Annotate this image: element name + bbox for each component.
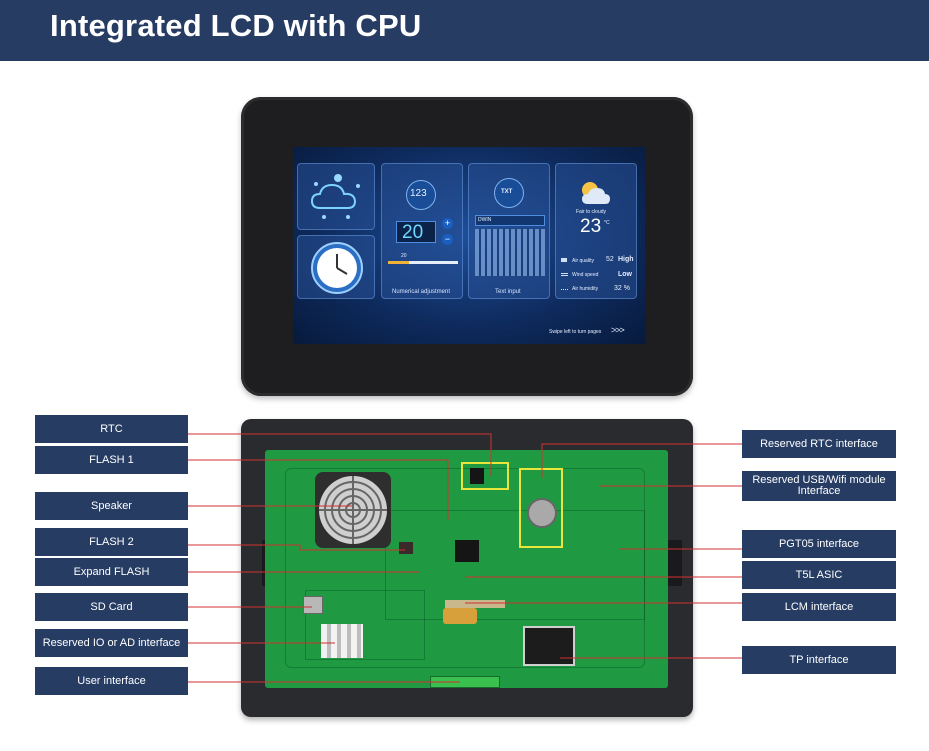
humidity-icon (561, 287, 568, 290)
rtc-highlight (461, 462, 509, 490)
text-input-value: DWIN (478, 217, 492, 223)
lcd-screen: 123 20 + − 20 Numerical adjustment TXT D… (293, 147, 645, 344)
keyboard[interactable] (475, 229, 545, 276)
label-expand-flash: Expand FLASH (35, 558, 188, 586)
label-t5l-asic: T5L ASIC (742, 561, 896, 589)
label-tp: TP interface (742, 646, 896, 674)
number-badge-text: 123 (410, 188, 427, 199)
flash2-chip (399, 542, 413, 554)
air-quality-icon (561, 258, 567, 262)
minus-icon[interactable]: − (442, 234, 453, 245)
temperature-unit: °C (604, 220, 610, 226)
label-pgt05: PGT05 interface (742, 530, 896, 558)
air-quality-status: High (618, 256, 634, 263)
clock-icon (311, 242, 363, 294)
text-input-card[interactable]: TXT DWIN Text input (468, 163, 550, 299)
lcm-ribbon (443, 608, 477, 624)
label-speaker: Speaker (35, 492, 188, 520)
pcb-trace-3 (305, 590, 425, 660)
bracket-right (668, 540, 682, 586)
rtc-interface-highlight (519, 468, 563, 548)
swipe-hint: Swipe left to turn pages (549, 329, 602, 335)
slider-value: 20 (401, 253, 407, 259)
label-flash1: FLASH 1 (35, 446, 188, 474)
text-file-icon-label: TXT (501, 189, 513, 195)
text-input-label: Text input (495, 289, 521, 295)
sd-card-slot (303, 596, 323, 614)
pcb-board (265, 450, 668, 688)
speaker-grille-icon (315, 472, 391, 548)
label-reserved-io: Reserved IO or AD interface (35, 629, 188, 657)
clock-card (297, 235, 375, 299)
text-input-field[interactable] (475, 215, 545, 226)
cloud-icon (310, 174, 360, 219)
label-user-interface: User interface (35, 667, 188, 695)
label-rtc: RTC (35, 415, 188, 443)
user-interface-terminal (430, 676, 500, 688)
weather-description: Fair to cloudy (576, 209, 607, 215)
numerical-label: Numerical adjustment (392, 289, 451, 295)
wind-icon (561, 273, 568, 276)
reserved-io-header (321, 624, 363, 658)
weather-card: Fair to cloudy 23 °C Air quality 52 High… (555, 163, 637, 299)
weather-icon (582, 182, 610, 204)
air-quality-value: 52 (606, 256, 614, 263)
header-banner: Integrated LCD with CPU (0, 0, 929, 61)
number-display (396, 221, 436, 243)
plus-icon[interactable]: + (442, 218, 453, 229)
label-flash2: FLASH 2 (35, 528, 188, 556)
page-title: Integrated LCD with CPU (50, 8, 422, 43)
air-quality-label: Air quality (572, 258, 594, 264)
swipe-arrow-icon[interactable]: >>> (611, 325, 625, 335)
flash1-chip (470, 468, 484, 484)
number-value: 20 (402, 222, 424, 243)
label-lcm: LCM interface (742, 593, 896, 621)
coin-battery (527, 498, 557, 528)
value-slider[interactable] (388, 261, 458, 264)
label-sd-card: SD Card (35, 593, 188, 621)
lcm-connector (445, 600, 505, 608)
value-slider-fill (388, 261, 409, 264)
tp-connector (523, 626, 575, 666)
air-humidity-label: Air humidity (572, 286, 599, 292)
t5l-asic-chip (455, 540, 479, 562)
wind-speed-status: Low (618, 271, 632, 278)
label-reserved-usb-wifi: Reserved USB/Wifi module Interface (742, 471, 896, 501)
label-reserved-rtc: Reserved RTC interface (742, 430, 896, 458)
text-file-icon (494, 178, 524, 208)
wind-speed-label: Wind speed (572, 272, 599, 278)
pcb-trace-2 (385, 510, 645, 620)
number-badge-icon (406, 180, 436, 210)
temperature-value: 23 (580, 216, 602, 237)
air-humidity-value: 32 % (614, 285, 630, 292)
numerical-card[interactable]: 123 20 + − 20 Numerical adjustment (381, 163, 463, 299)
cloud-card (297, 163, 375, 230)
